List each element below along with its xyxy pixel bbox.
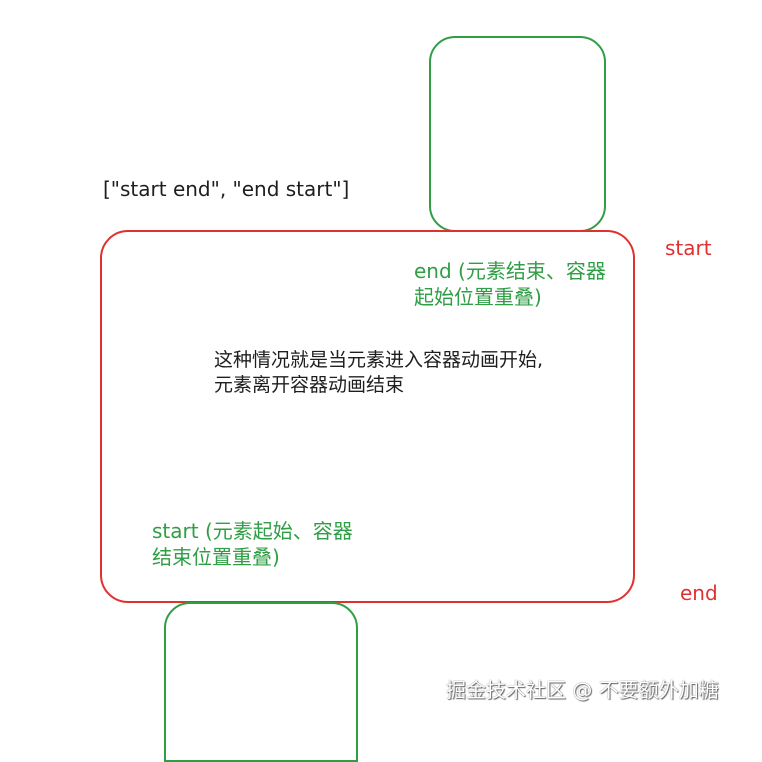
element-start-note: start (元素起始、容器 结束位置重叠) [152,518,353,570]
element-end-note: end (元素结束、容器 起始位置重叠) [414,258,606,310]
element-start-note-line2: 结束位置重叠) [152,545,280,569]
element-box-bottom [164,602,358,762]
element-start-note-line1: start (元素起始、容器 [152,519,353,543]
container-box [100,230,635,603]
element-end-note-line2: 起始位置重叠) [414,285,542,309]
scroll-offset-array-label: ["start end", "end start"] [103,177,350,201]
description-line1: 这种情况就是当元素进入容器动画开始, [214,349,544,371]
element-box-top [429,36,606,232]
element-end-note-line1: end (元素结束、容器 [414,259,606,283]
description-line2: 元素离开容器动画结束 [214,373,405,396]
description: 这种情况就是当元素进入容器动画开始, 元素离开容器动画结束 [214,348,543,397]
watermark: 掘金技术社区 @ 不要额外加糖 [446,678,719,702]
container-end-label: end [680,581,718,605]
container-start-label: start [665,236,712,260]
